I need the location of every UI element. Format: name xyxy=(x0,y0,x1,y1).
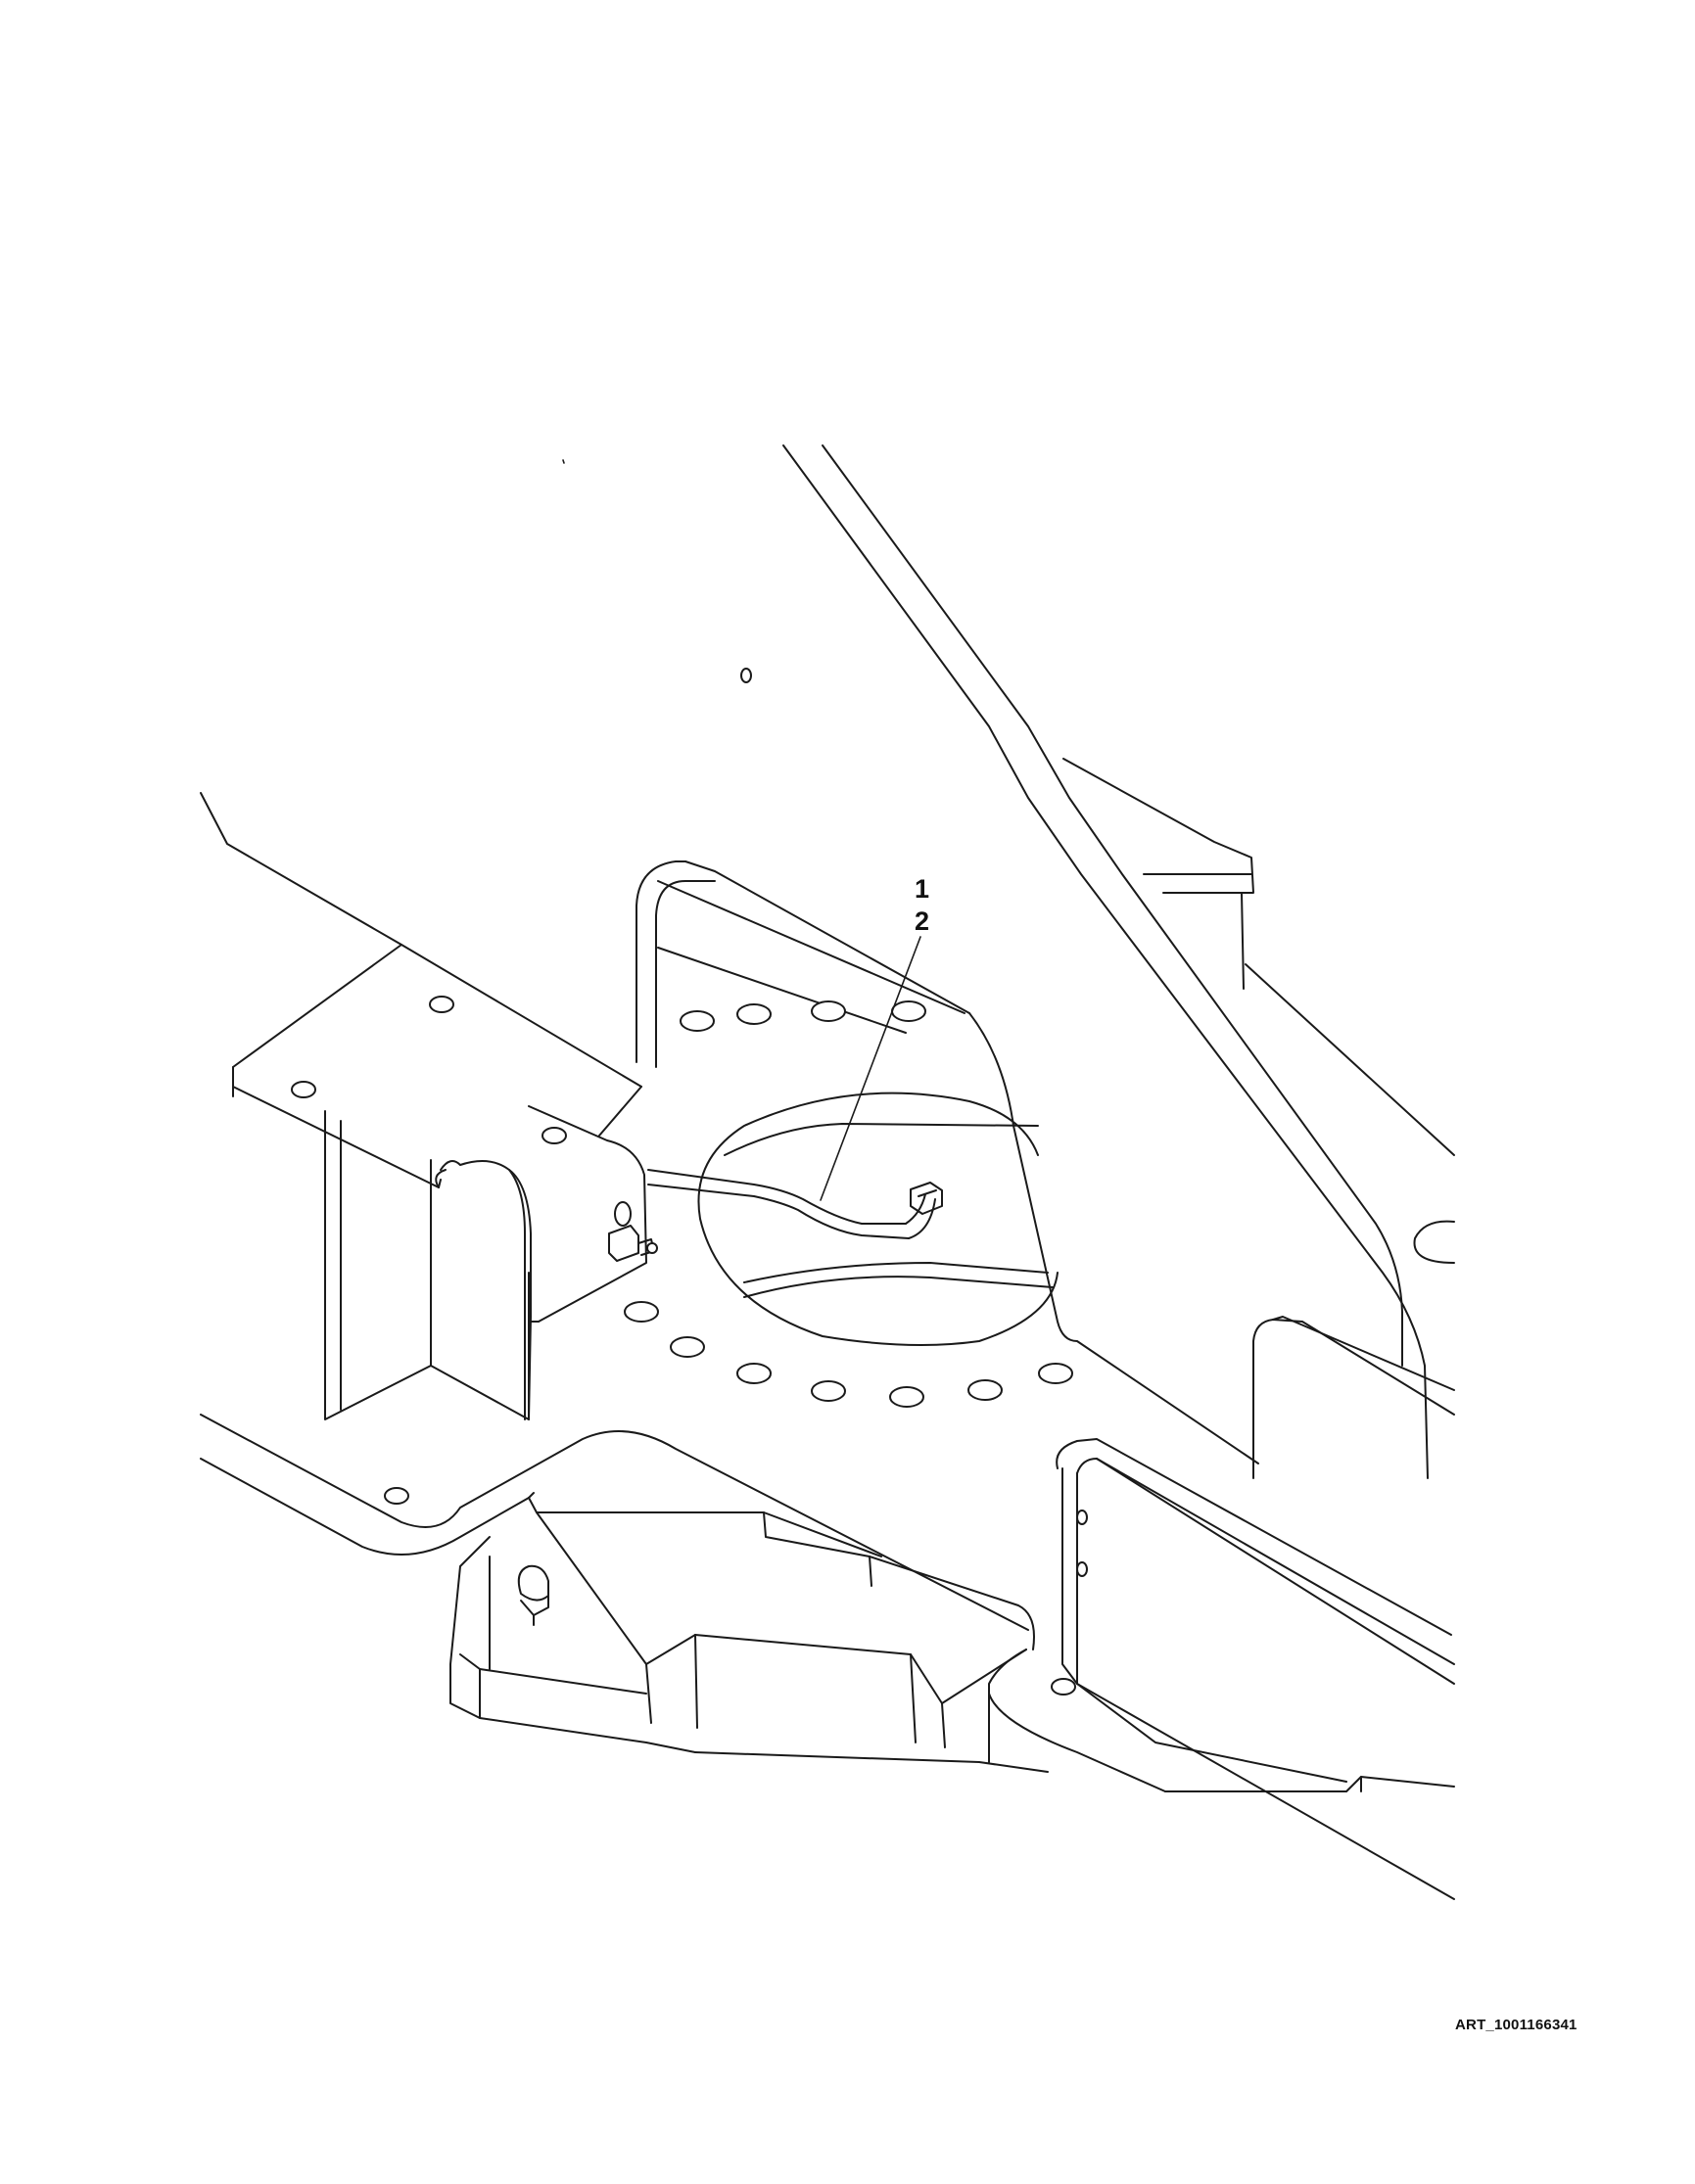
center-plate xyxy=(624,860,1259,1464)
bolt-hole-7 xyxy=(736,1363,772,1384)
small-hole-upper xyxy=(740,668,752,683)
right-lower-rails xyxy=(1056,1316,1455,1900)
callout-label-2: 2 xyxy=(915,906,930,936)
bolt-hole-3 xyxy=(811,1000,846,1022)
arm-hole-1 xyxy=(291,1081,316,1098)
lube-line xyxy=(647,1169,943,1239)
grease-fitting-bracket xyxy=(608,1225,658,1262)
bolt-hole-10 xyxy=(967,1379,1003,1401)
bolt-hole-11 xyxy=(1038,1363,1073,1384)
base-hole-2 xyxy=(1051,1678,1076,1696)
right-upper-block xyxy=(1062,758,1455,1264)
arm-hole-3 xyxy=(541,1127,567,1144)
lower-channel xyxy=(449,1497,1166,1792)
arm-hole-2 xyxy=(429,996,454,1013)
rail-hole-2 xyxy=(1076,1561,1088,1577)
callout-leader-line xyxy=(820,936,921,1201)
bolt-hole-9 xyxy=(889,1386,924,1408)
base-hole-1 xyxy=(384,1487,409,1505)
art-reference-id: ART_1001166341 xyxy=(1455,2017,1577,2033)
callout-label-1: 1 xyxy=(915,874,930,904)
lower-base-plate xyxy=(200,1414,1076,1696)
bolt-hole-5 xyxy=(624,1301,659,1323)
tube-fitting xyxy=(910,1182,943,1215)
bolt-hole-1 xyxy=(680,1010,715,1032)
rail-hole-1 xyxy=(1076,1510,1088,1525)
bolt-hole-6 xyxy=(670,1336,705,1358)
bolt-hole-8 xyxy=(811,1380,846,1402)
upper-frame-plate xyxy=(562,444,1429,1479)
bolt-hole-4 xyxy=(891,1000,926,1022)
center-bore xyxy=(697,1092,1059,1346)
grease-fitting-lower xyxy=(517,1564,549,1626)
mounting-bracket xyxy=(324,1086,658,1420)
bolt-hole-2 xyxy=(736,1003,772,1025)
bracket-hole xyxy=(614,1201,632,1227)
left-arm-plate xyxy=(200,792,642,1188)
